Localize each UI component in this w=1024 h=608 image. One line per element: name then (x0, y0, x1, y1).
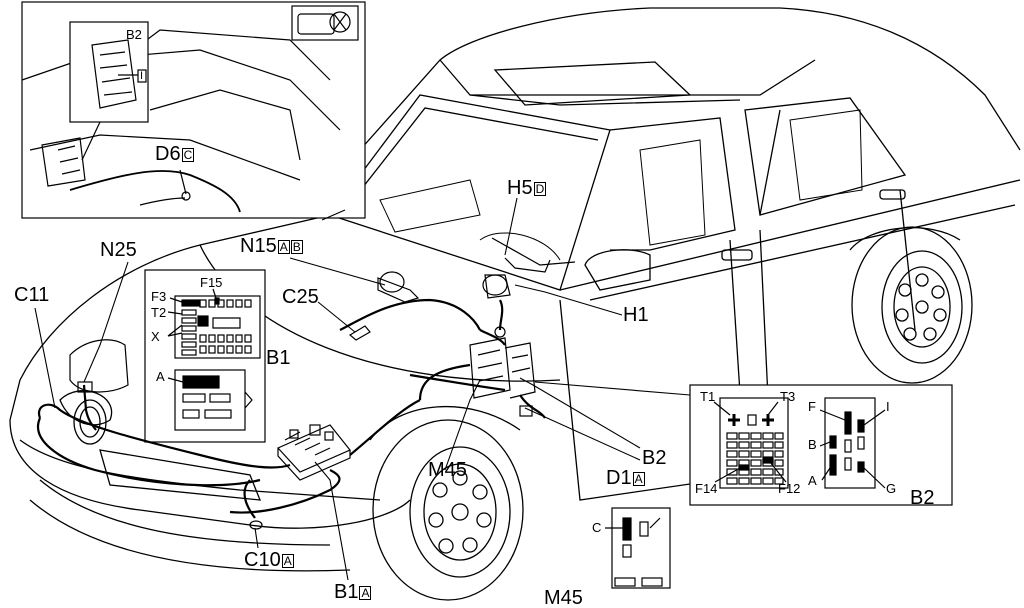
label-c10-box: A (281, 553, 294, 568)
label-c11: C11 (14, 284, 50, 306)
label-c25: C25 (282, 286, 319, 308)
wiring-harness (37, 298, 546, 519)
b2-relay-box (469, 326, 536, 399)
label-a-b2: A (808, 473, 817, 488)
b1-engine-fuse-box (276, 424, 351, 481)
label-b1-bottom-text: B1 (334, 581, 359, 603)
label-i-inset: I (140, 70, 144, 82)
label-b2-inset: B2 (126, 27, 142, 42)
dashboard-inset (21, 1, 366, 221)
label-b-b2: B (808, 437, 817, 452)
label-d6-text: D6 (155, 143, 181, 165)
label-c-m45: C (592, 520, 602, 535)
m45-connector-detail (605, 507, 671, 589)
label-h5-box: D (533, 181, 547, 196)
label-b1-bottom-box: A (359, 585, 372, 600)
label-n15-box-b: B (290, 239, 303, 254)
interior (379, 109, 863, 261)
label-d1-text: D1 (606, 467, 632, 489)
label-c10-text: C10 (244, 549, 281, 571)
label-f14: F14 (695, 481, 718, 496)
label-x: X (151, 329, 160, 344)
rear-wheel (849, 226, 973, 384)
label-n25: N25 (100, 239, 137, 261)
b2-connector-detail (689, 384, 953, 506)
label-f15: F15 (200, 275, 223, 290)
label-m45-bottom: M45 (544, 587, 583, 608)
front-wheel (369, 405, 524, 601)
label-f12: F12 (778, 481, 801, 496)
b1-fuse-panel (144, 269, 266, 443)
label-t3: T3 (780, 389, 796, 404)
label-b1: B1 (266, 347, 291, 369)
label-h5-text: H5 (507, 177, 533, 199)
label-f3: F3 (151, 289, 167, 304)
label-n15-box-a: A (277, 239, 290, 254)
label-h1: H1 (623, 304, 649, 326)
label-b2-right: B2 (910, 487, 935, 509)
label-t2: T2 (151, 305, 167, 320)
label-m45-main: M45 (428, 459, 467, 481)
label-d1-box: A (632, 471, 645, 486)
label-t1: T1 (700, 389, 716, 404)
label-i-b2: I (886, 399, 890, 414)
label-n15-text: N15 (240, 235, 277, 257)
label-b2-main: B2 (642, 447, 667, 469)
label-f-b2: F (808, 399, 816, 414)
label-d6-box: C (181, 147, 195, 162)
label-a-b1: A (156, 369, 165, 384)
leader-lines (34, 197, 691, 581)
label-g-b2: G (886, 481, 897, 496)
